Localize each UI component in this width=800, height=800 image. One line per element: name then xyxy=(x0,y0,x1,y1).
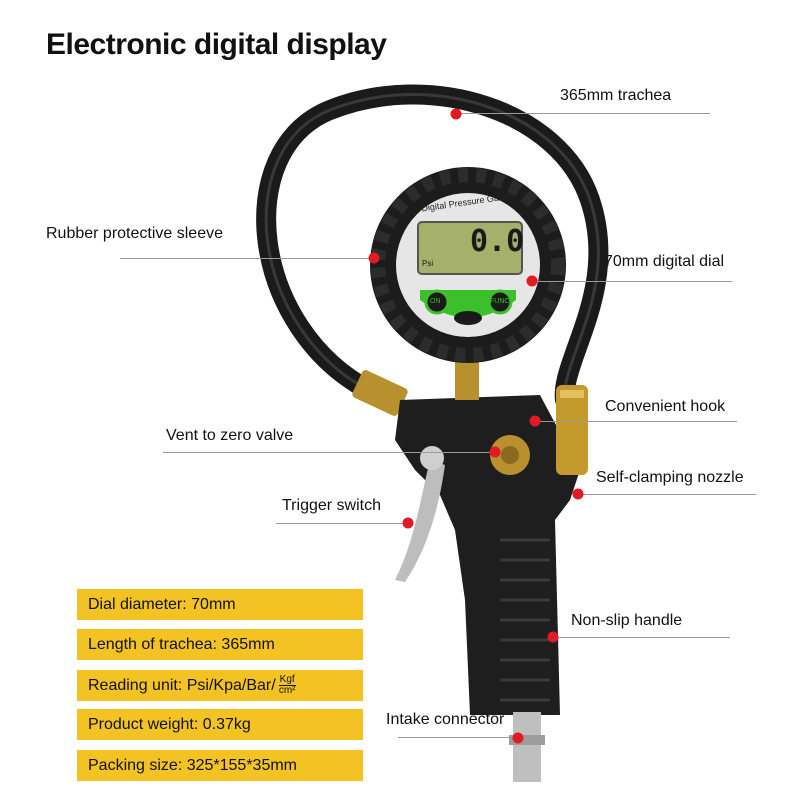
gun-body xyxy=(395,395,580,715)
callout-line-nozzle xyxy=(578,494,756,495)
func-button xyxy=(487,289,513,315)
callout-intake: Intake connector xyxy=(386,711,505,728)
vent-knob xyxy=(420,446,444,470)
lcd-screen xyxy=(417,221,523,275)
callout-nozzle: Self-clamping nozzle xyxy=(596,469,744,486)
spec-packing: Packing size: 325*155*35mm xyxy=(77,750,363,781)
callout-dot-handle xyxy=(547,631,559,643)
callout-trachea: 365mm trachea xyxy=(560,87,672,104)
page-title: Electronic digital display xyxy=(46,28,387,61)
callout-handle: Non-slip handle xyxy=(571,612,683,629)
callout-line-hook xyxy=(535,421,737,422)
callout-line-intake xyxy=(398,737,518,738)
nozzle xyxy=(556,385,588,475)
callout-hook: Convenient hook xyxy=(605,398,726,415)
callout-line-handle xyxy=(553,637,730,638)
trigger xyxy=(395,460,445,582)
hose-fitting-left xyxy=(352,370,408,416)
callout-line-trachea xyxy=(455,113,710,114)
spec-unit-text: Reading unit: Psi/Kpa/Bar/ xyxy=(88,677,276,694)
spec-weight: Product weight: 0.37kg xyxy=(77,709,363,740)
callout-dot-trachea xyxy=(450,108,462,120)
callout-dot-nozzle xyxy=(572,488,584,500)
callout-line-vent xyxy=(163,452,495,453)
lcd-reading: 0.0 xyxy=(470,224,525,259)
callout-trigger: Trigger switch xyxy=(282,497,381,514)
callout-dial: 70mm digital dial xyxy=(604,253,725,270)
callout-line-sleeve xyxy=(120,258,375,259)
on-button xyxy=(424,289,450,315)
callout-dot-vent xyxy=(489,446,501,458)
handle-grip xyxy=(500,538,550,702)
callout-dot-trigger xyxy=(402,517,414,529)
callout-line-trigger xyxy=(276,523,408,524)
unit-fraction-numerator: Kgf xyxy=(278,674,296,687)
spec-length: Length of trachea: 365mm xyxy=(77,629,363,660)
callout-line-dial xyxy=(532,281,732,282)
spec-diameter: Dial diameter: 70mm xyxy=(77,589,363,620)
callout-vent: Vent to zero valve xyxy=(166,427,294,444)
callout-dot-intake xyxy=(512,732,524,744)
callout-dot-hook xyxy=(529,415,541,427)
func-button-label: FUNC xyxy=(490,298,510,305)
intake-connector xyxy=(513,712,541,782)
on-button-label: ON xyxy=(430,298,441,305)
callout-dot-sleeve xyxy=(368,252,380,264)
unit-fraction-denominator: cm² xyxy=(278,685,296,697)
callout-sleeve: Rubber protective sleeve xyxy=(46,225,223,242)
lcd-unit: Psi xyxy=(422,259,434,268)
callout-dot-dial xyxy=(526,275,538,287)
